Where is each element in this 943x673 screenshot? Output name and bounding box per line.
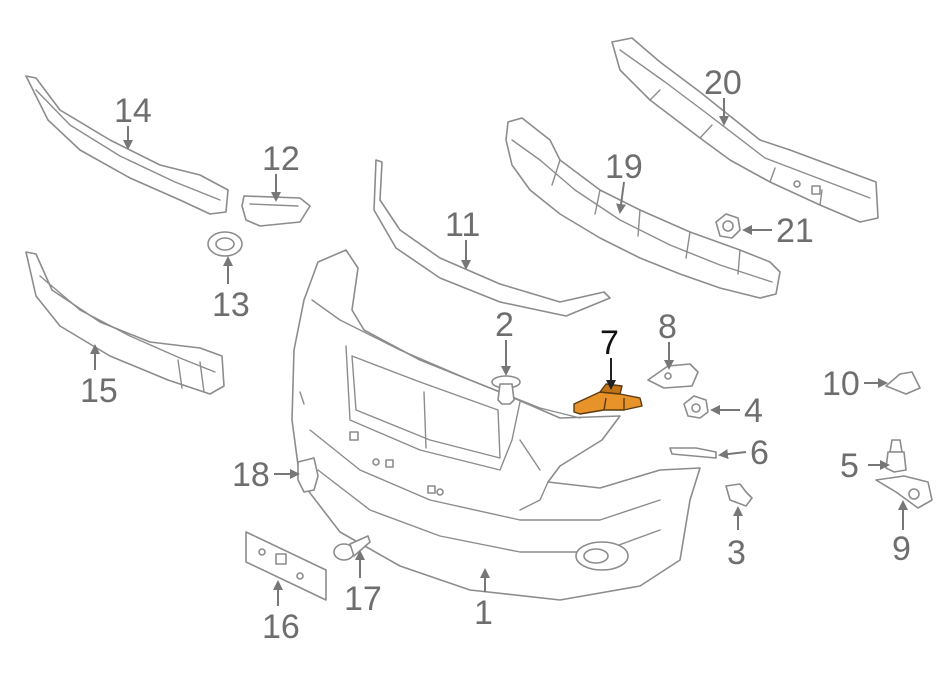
callout-6: 6	[750, 434, 769, 472]
callout-16: 16	[262, 608, 300, 646]
callout-13: 13	[212, 286, 250, 324]
part-1-bumper-cover[interactable]	[291, 249, 701, 601]
part-8-side-bracket[interactable]	[647, 363, 699, 389]
callouts: 1 2 3 4 5 6 7 8 9 10 11 12 13	[80, 64, 911, 646]
callout-10: 10	[822, 365, 860, 403]
part-3-clip[interactable]	[725, 483, 753, 507]
part-7-bumper-bracket[interactable]	[573, 383, 643, 415]
callout-11: 11	[445, 206, 480, 244]
part-6-retainer[interactable]	[669, 447, 717, 459]
part-19-energy-absorber[interactable]	[505, 117, 781, 299]
callout-12: 12	[262, 140, 300, 178]
callout-7: 7	[600, 324, 619, 362]
callout-2: 2	[495, 306, 514, 344]
part-13-grommet[interactable]	[207, 231, 243, 257]
part-2-push-clip[interactable]	[491, 375, 521, 405]
part-5-bolt[interactable]	[885, 439, 907, 473]
part-10-bracket[interactable]	[885, 371, 921, 395]
leader-19	[616, 181, 627, 214]
part-14-upper-grille-trim[interactable]	[25, 75, 229, 215]
callout-1: 1	[474, 594, 493, 632]
part-20-bumper-reinforcement[interactable]	[611, 37, 879, 223]
leader-6	[718, 449, 747, 460]
part-11-molding-strip[interactable]	[373, 159, 611, 317]
callout-8: 8	[658, 308, 677, 346]
callout-4: 4	[744, 392, 763, 430]
callout-9: 9	[892, 530, 911, 568]
callout-3: 3	[727, 534, 746, 572]
callout-14: 14	[114, 92, 152, 130]
callout-21: 21	[776, 212, 814, 250]
callout-17: 17	[344, 580, 382, 618]
callout-19: 19	[605, 148, 643, 186]
callout-5: 5	[840, 447, 859, 485]
part-4-nut[interactable]	[683, 395, 709, 419]
part-12-fog-lamp-cover[interactable]	[241, 195, 311, 227]
part-21-nut[interactable]	[715, 213, 741, 239]
part-9-mount-bracket[interactable]	[875, 475, 933, 509]
part-18-clip[interactable]	[297, 457, 319, 493]
part-15-lower-grille[interactable]	[25, 251, 225, 395]
part-16-license-plate-bracket[interactable]	[245, 531, 327, 601]
callout-18: 18	[232, 456, 270, 494]
callout-20: 20	[704, 64, 742, 102]
callout-15: 15	[80, 372, 118, 410]
